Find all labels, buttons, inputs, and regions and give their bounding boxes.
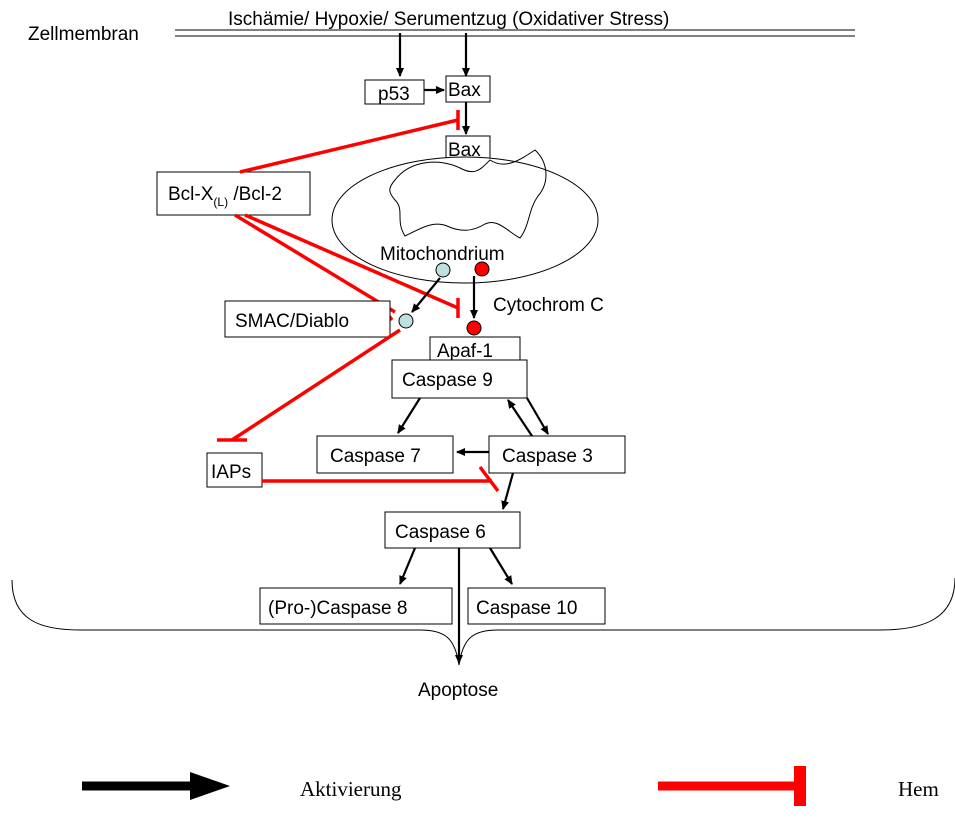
casp6-to-casp8-arrow [398, 547, 417, 585]
svg-text:Apaf-1: Apaf-1 [437, 341, 493, 362]
caspase7-node: Caspase 7 [316, 435, 454, 474]
smac-inhibits-iaps [217, 328, 401, 442]
casp3-to-casp9-arrow [507, 399, 533, 437]
bcl-node: Bcl-X(L) /Bcl-2 [156, 171, 311, 216]
casp9-to-casp7-arrow [397, 397, 421, 434]
svg-text:(Pro-)Caspase 8: (Pro-)Caspase 8 [268, 598, 407, 619]
svg-text:Bcl-X(L) /Bcl-2: Bcl-X(L) /Bcl-2 [168, 184, 282, 209]
caspase9-node: Caspase 9 [391, 359, 528, 399]
cytochrom-dot-cytosol [466, 320, 482, 336]
svg-text:Caspase 6: Caspase 6 [395, 522, 486, 543]
svg-text:SMAC/Diablo: SMAC/Diablo [235, 311, 349, 332]
legend: Aktivierung Hem [82, 766, 939, 806]
smac-dot-cytosol [398, 313, 414, 329]
stress-label: Ischämie/ Hypoxie/ Serumentzug (Oxidativ… [228, 9, 669, 30]
legend-inhibition-symbol [658, 766, 806, 806]
cytochrom-c-label: Cytochrom C [493, 295, 604, 316]
caspase8-node: (Pro-)Caspase 8 [259, 587, 453, 625]
p53-node: p53 [364, 79, 425, 105]
apaf1-node: Apaf-1 [429, 336, 521, 362]
bcl-inhibits-cytochrom-release [244, 213, 460, 318]
legend-activation-label: Aktivierung [300, 777, 402, 801]
smac-dot-mito [435, 262, 451, 278]
bax-cytosol-node: Bax [445, 75, 491, 103]
caspase3-node: Caspase 3 [488, 435, 626, 474]
mitochondrion: Mitochondrium [331, 149, 599, 284]
iaps-inhibit-caspases [262, 465, 500, 493]
caspase10-node: Caspase 10 [467, 587, 606, 625]
casp9-to-casp3-arrow [526, 397, 549, 435]
svg-text:Bax: Bax [448, 140, 481, 161]
legend-inhibition-label: Hem [898, 777, 939, 801]
svg-text:IAPs: IAPs [211, 462, 251, 483]
svg-text:Bax: Bax [448, 80, 481, 101]
membrane-label: Zellmembran [28, 24, 139, 45]
apoptose-label: Apoptose [418, 680, 498, 701]
svg-text:p53: p53 [378, 84, 410, 105]
svg-text:Caspase 10: Caspase 10 [476, 598, 577, 619]
casp6-to-casp10-arrow [489, 547, 513, 585]
bcl-inhibits-bax [239, 110, 460, 174]
smac-node: SMAC/Diablo [224, 300, 391, 338]
mitochondrium-label: Mitochondrium [380, 244, 505, 265]
svg-text:Caspase 7: Caspase 7 [330, 446, 421, 467]
svg-text:Caspase 9: Caspase 9 [402, 370, 493, 391]
casp3-to-casp6-arrow [501, 472, 515, 510]
legend-activation-arrow [82, 772, 230, 800]
svg-text:Caspase 3: Caspase 3 [502, 446, 593, 467]
cytochrom-dot-mito [474, 261, 490, 277]
smac-release-arrow [411, 277, 441, 313]
iaps-node: IAPs [206, 452, 263, 488]
caspase6-node: Caspase 6 [384, 511, 521, 549]
apoptosis-brace [11, 577, 955, 666]
cell-membrane [175, 29, 855, 37]
